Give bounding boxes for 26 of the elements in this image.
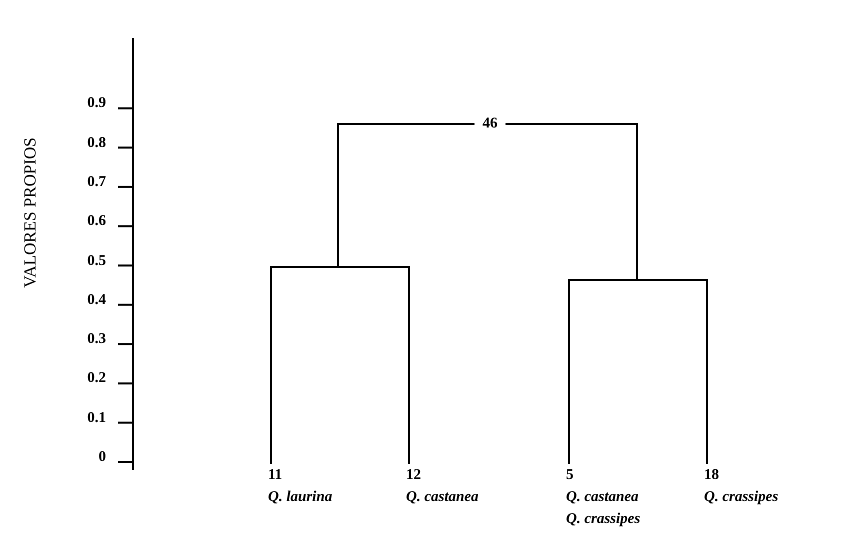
species-name: Q. castanea (406, 488, 478, 507)
dendrogram-branch (506, 123, 638, 279)
tick-label: 0.3 (87, 332, 106, 348)
dendrogram-branch (270, 268, 272, 464)
species-name: Q. castanea (566, 488, 640, 507)
tick-label: 0.9 (87, 96, 106, 112)
axis-title: VALORES PROPIOS (19, 138, 40, 288)
species-name: Q. crassipes (566, 510, 640, 529)
tick-label: 0.6 (87, 214, 106, 230)
tick-label: 0.1 (87, 410, 106, 426)
leaf-number: 12 (406, 466, 422, 485)
dendrogram-branch (706, 281, 708, 464)
tick-label: 0 (98, 450, 106, 465)
leaf-number: 5 (566, 466, 574, 485)
leaf-number: 11 (268, 466, 284, 485)
tick-label: 0.4 (87, 292, 106, 308)
species-name: Q. laurina (268, 488, 332, 507)
dendrogram-branch (408, 268, 410, 464)
species-name: Q. crassipes (704, 488, 778, 507)
tick-label: 0.5 (87, 254, 106, 268)
tick-label: 0.8 (87, 136, 106, 151)
dendrogram-branch (337, 123, 474, 266)
leaf-number: 18 (704, 466, 720, 485)
dendrogram-branch (568, 281, 570, 464)
tick-label: 0.2 (87, 371, 106, 386)
tick-label: 0.7 (87, 174, 106, 190)
